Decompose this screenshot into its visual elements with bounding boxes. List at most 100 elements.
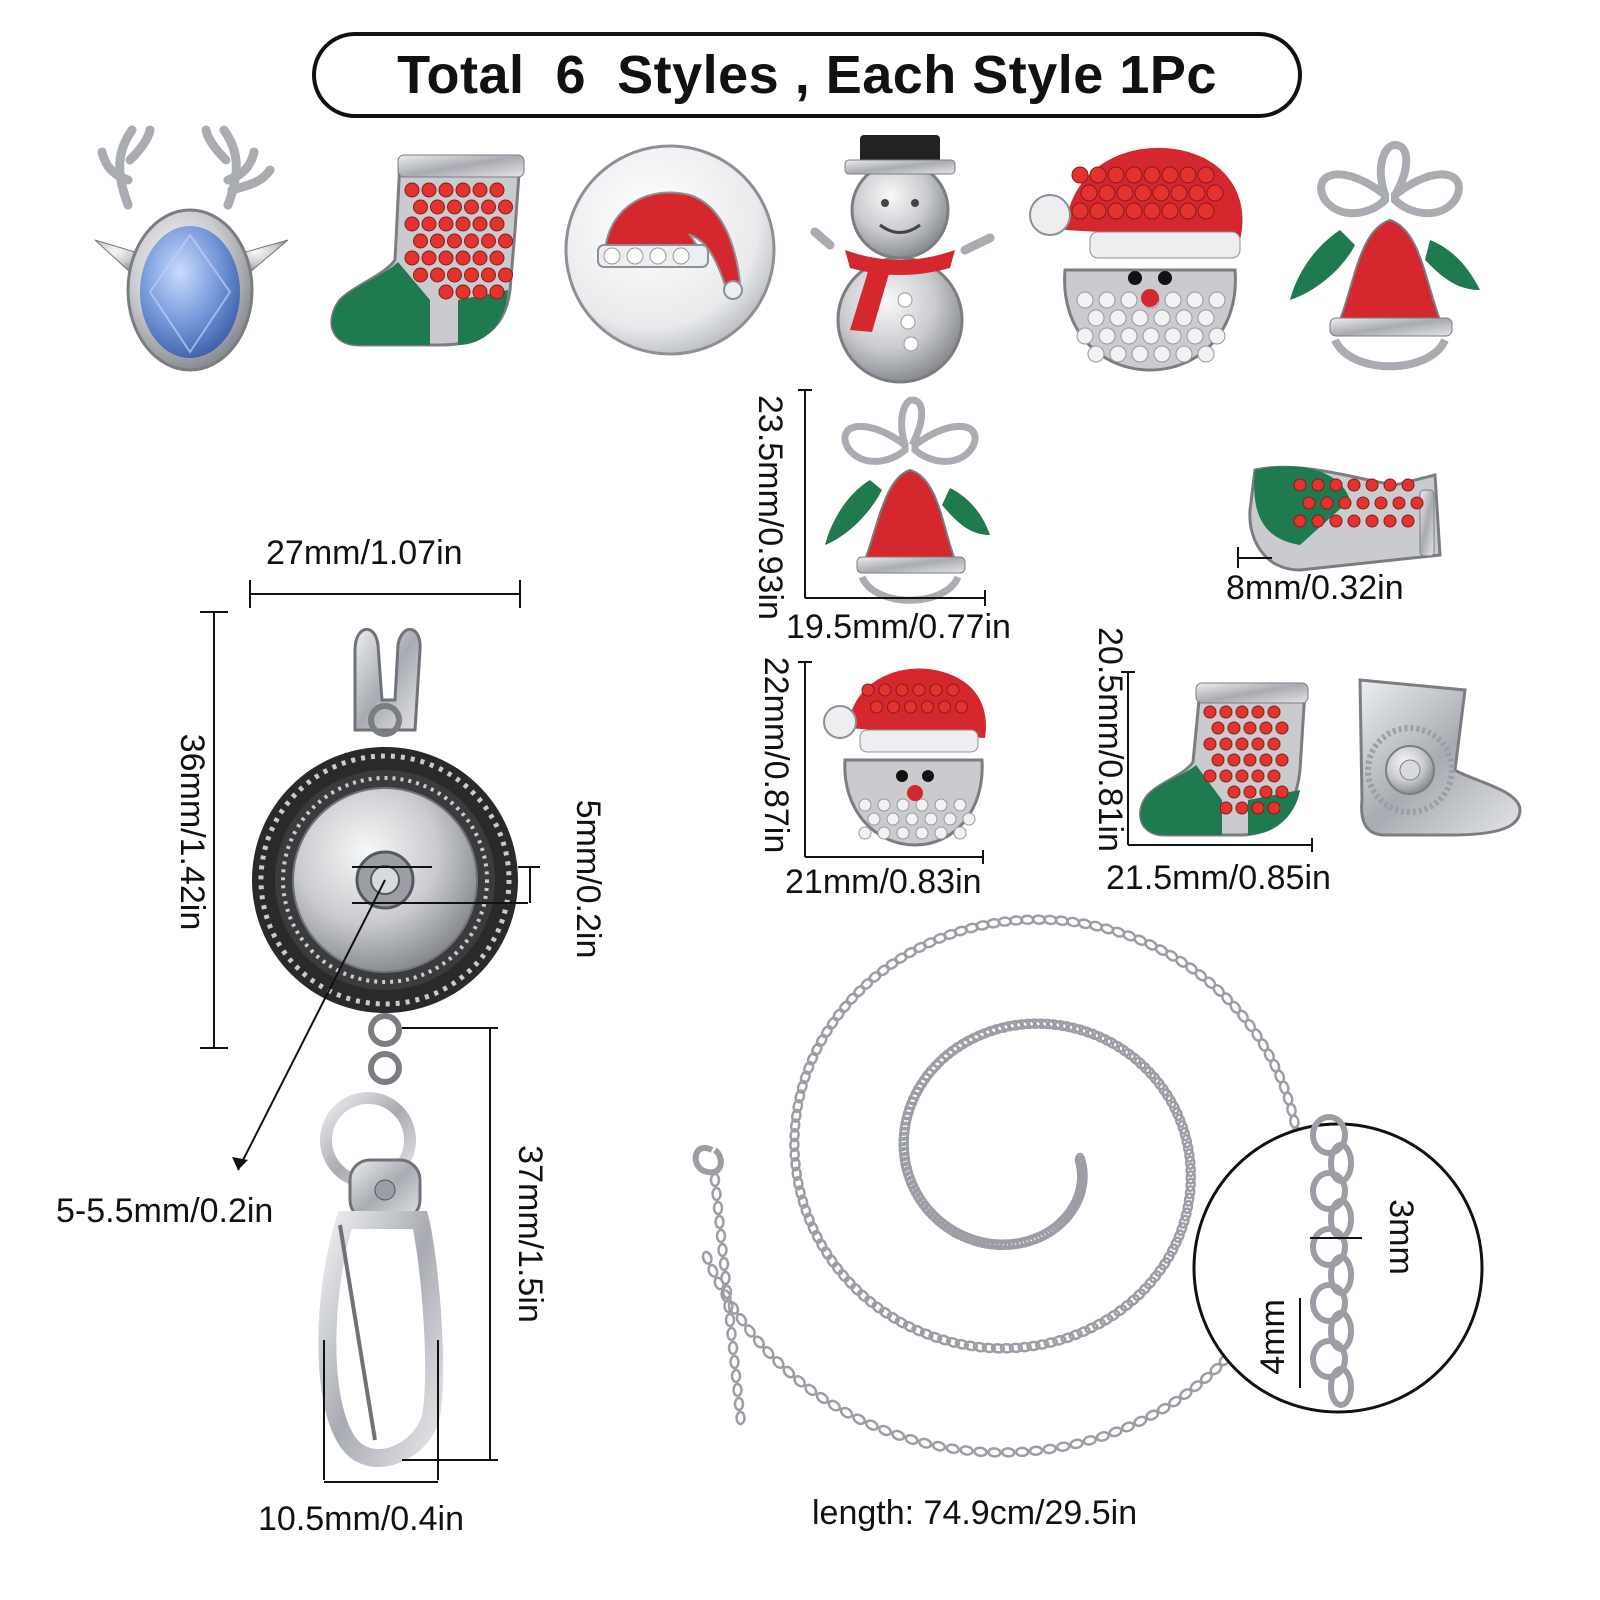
rhinestone (1392, 496, 1406, 510)
chain-link (821, 1246, 833, 1261)
rhinestone (455, 250, 471, 266)
rhinestone (472, 182, 488, 198)
crystal (934, 798, 948, 812)
bell-height-label: 23.5mm/0.93in (751, 395, 789, 620)
chain-link (860, 977, 874, 991)
chain-link (1042, 1443, 1057, 1455)
crystal (1109, 345, 1127, 363)
chain-link (807, 1221, 819, 1236)
chain-link (1014, 1446, 1030, 1458)
crystal (1098, 291, 1116, 309)
chain-link (1060, 1332, 1075, 1344)
santa-face-charm (1029, 147, 1243, 372)
chain-link (714, 1214, 725, 1230)
rhinestone (438, 250, 454, 266)
clasp-width-label: 10.5mm/0.4in (258, 1500, 464, 1538)
rhinestone (447, 233, 462, 249)
chain-link (1076, 1326, 1091, 1338)
chain-link (1149, 1270, 1162, 1284)
rhinestone (1107, 166, 1125, 184)
stocking-rhinestones (404, 182, 513, 300)
rhinestone (1259, 721, 1273, 735)
rhinestone (464, 267, 479, 283)
chain-link (1179, 1126, 1191, 1142)
chain-link (1182, 1199, 1194, 1215)
rhinestone (481, 233, 496, 249)
chain-link (712, 1200, 724, 1216)
rhinestone (1152, 184, 1170, 202)
chain-link (959, 1445, 974, 1456)
rhinestone (1383, 514, 1397, 528)
crystal (1131, 309, 1149, 327)
rhinestone (895, 683, 909, 697)
crystal (1153, 309, 1171, 327)
rhinestone (1347, 478, 1361, 492)
chain-link (732, 1382, 743, 1398)
santa-height-label: 22mm/0.87in (757, 656, 795, 854)
crystal (1087, 309, 1105, 327)
rhinestone (1251, 705, 1265, 719)
chain-link (1154, 1263, 1167, 1277)
chain-link (717, 1242, 728, 1258)
rhinestone (1071, 166, 1089, 184)
chain-link (796, 1079, 808, 1094)
chain-link (1176, 1222, 1188, 1236)
crystal (934, 826, 948, 840)
crystal (1153, 345, 1171, 363)
rhinestone (1251, 737, 1265, 751)
chain-link (1138, 1282, 1152, 1296)
stocking-dimensioned-rhinestones (1203, 705, 1289, 815)
rhinestone (455, 284, 471, 300)
rhinestone (1134, 184, 1152, 202)
chain-link (1099, 1314, 1114, 1326)
stocking-side-thickness-label: 8mm/0.32in (1226, 569, 1404, 607)
chain-link (832, 1008, 845, 1022)
chain-link (1184, 1185, 1196, 1200)
chain-link (1158, 1257, 1171, 1271)
rhinestone (1235, 801, 1249, 815)
chain-link-length-label: 4mm (1254, 1299, 1292, 1375)
chain-link (1001, 1447, 1016, 1458)
chain-link (794, 1089, 806, 1104)
rhinestone (1251, 801, 1265, 815)
chain-link (1170, 1236, 1182, 1251)
chain-link (803, 1212, 815, 1227)
chain-link (1120, 1421, 1136, 1433)
chain-link (931, 1440, 947, 1452)
chain-link (1178, 1214, 1190, 1229)
chain-link (1145, 1409, 1160, 1421)
chain-link (735, 1312, 748, 1327)
crystal (877, 798, 891, 812)
stocking-dimensioned (1139, 682, 1309, 837)
rhinestone (870, 700, 883, 714)
chain-link (1310, 1170, 1348, 1212)
rhinestone (1401, 514, 1415, 528)
chain-link (1111, 1040, 1125, 1053)
rhinestone (1125, 166, 1143, 184)
rhinestone (1227, 785, 1241, 799)
clasp-length-label: 37mm/1.5in (511, 1145, 549, 1323)
chain-link (865, 1419, 879, 1431)
rhinestone (1203, 769, 1217, 783)
chain-link (815, 1391, 829, 1405)
chain-link (790, 1156, 801, 1172)
rhinestone (481, 199, 496, 215)
chain-link (990, 1343, 1006, 1354)
chain-link (1040, 1018, 1056, 1030)
chain-link (868, 970, 882, 984)
title-text: Total 6 Styles , Each Style 1Pc (397, 45, 1217, 105)
crystal (1120, 291, 1138, 309)
rhinestone (1338, 496, 1352, 510)
rhinestone (1259, 785, 1273, 799)
rhinestone (472, 216, 488, 232)
chain-link (1168, 1100, 1180, 1115)
chain-link (871, 1301, 885, 1314)
stocking-back-view (1358, 678, 1522, 837)
chain-link (1166, 1243, 1179, 1257)
chain-link (800, 1203, 812, 1218)
chain-link (894, 1316, 909, 1329)
chain-link (727, 1340, 739, 1356)
chain-link (919, 1328, 934, 1340)
chain-link (1289, 1114, 1300, 1129)
chain-link (1028, 1445, 1044, 1457)
